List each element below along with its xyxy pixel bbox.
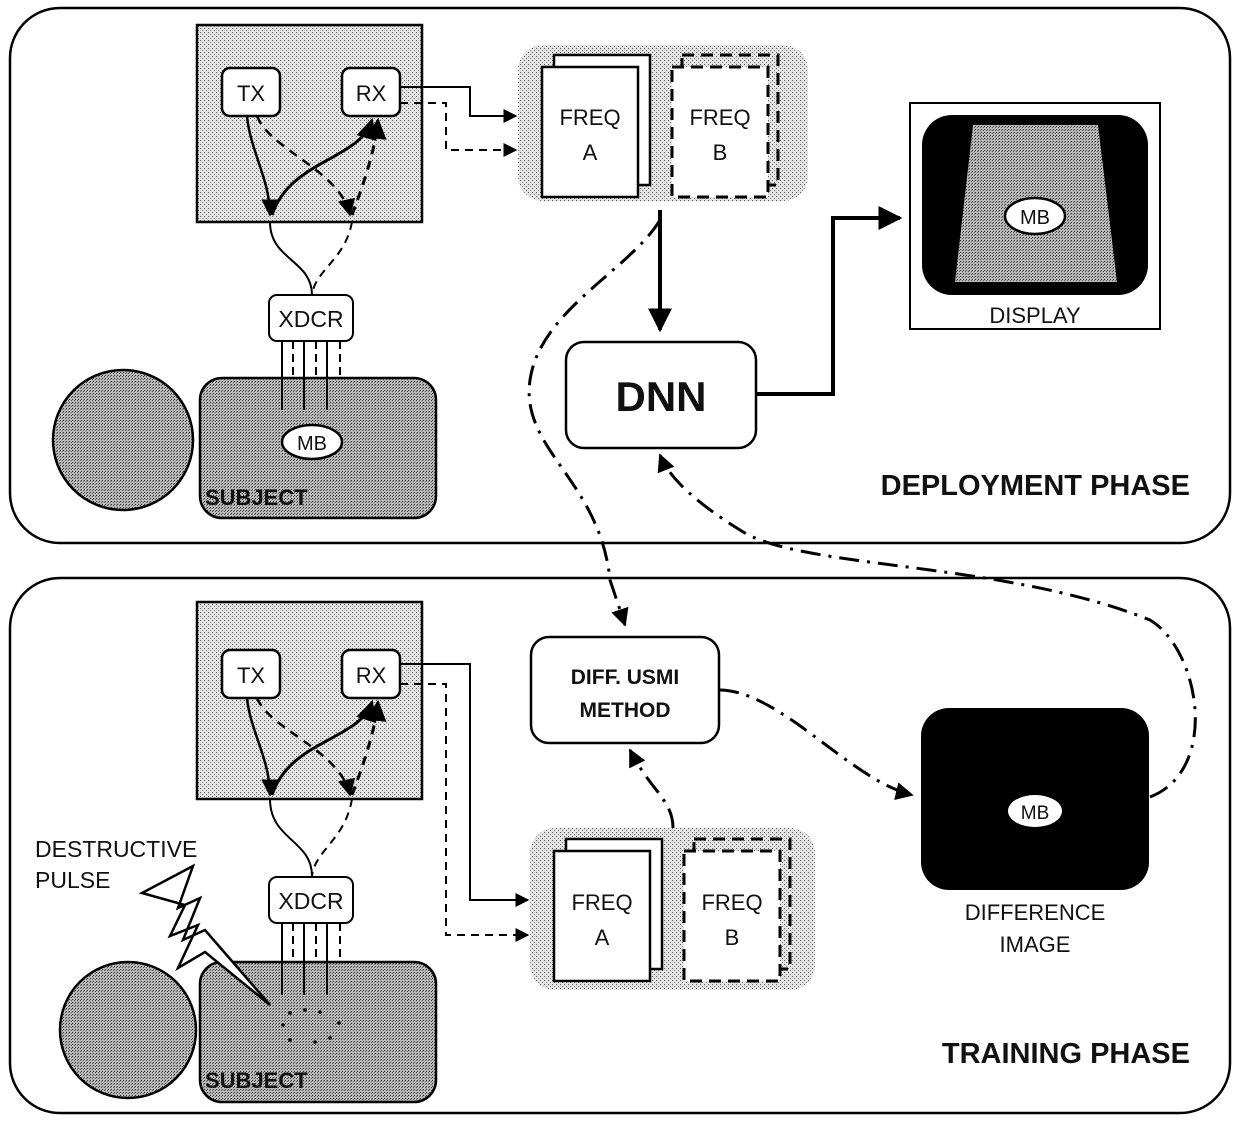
difference-image-sub: IMAGE [1000,932,1071,957]
freq-a-sub-training: A [595,925,610,950]
freq-b-sub-training: B [725,925,740,950]
subject-label: SUBJECT [205,485,308,510]
freq-b-label: FREQ [689,105,750,130]
difference-image-label: DIFFERENCE [965,900,1106,925]
training-phase-label: TRAINING PHASE [942,1038,1190,1070]
freq-a-card [542,67,638,197]
txrx-block [197,25,422,222]
rx-label-training: RX [356,663,387,688]
freq-b-sub: B [713,140,728,165]
xdcr-label: XDCR [278,306,343,332]
freq-b-label-training: FREQ [701,890,762,915]
subject-label-training: SUBJECT [205,1068,308,1093]
organ-circle [53,370,193,510]
destructive-pulse-label: DESTRUCTIVE [35,836,197,862]
rx-label: RX [356,81,387,106]
deployment-phase-panel: TX RX FREQ A FREQ B DNN [10,8,1230,543]
subject-mb: MB [297,433,327,455]
diff-method-sub: METHOD [580,699,671,722]
training-phase-panel: TX RX FREQ A FREQ B DIFF. USMI METHOD MB… [10,578,1230,1113]
difference-image-mb: MB [1021,803,1050,824]
freq-b-card-training [684,851,780,981]
display-label: DISPLAY [989,303,1081,328]
diff-method-box [531,637,719,743]
freq-a-card-training [554,851,650,981]
freq-b-card [672,67,768,197]
dnn-label: DNN [616,373,707,420]
destructive-pulse-sub: PULSE [35,867,110,893]
freq-a-sub: A [583,140,598,165]
deployment-phase-label: DEPLOYMENT PHASE [881,470,1190,502]
display-mb: MB [1020,207,1050,229]
tx-label-training: TX [237,663,265,688]
freq-a-label-training: FREQ [571,890,632,915]
xdcr-label-training: XDCR [278,888,343,914]
diff-method-label: DIFF. USMI [571,666,680,689]
organ-circle-training [60,962,196,1098]
tx-label: TX [237,81,265,106]
txrx-block-training [197,602,422,799]
freq-a-label: FREQ [559,105,620,130]
